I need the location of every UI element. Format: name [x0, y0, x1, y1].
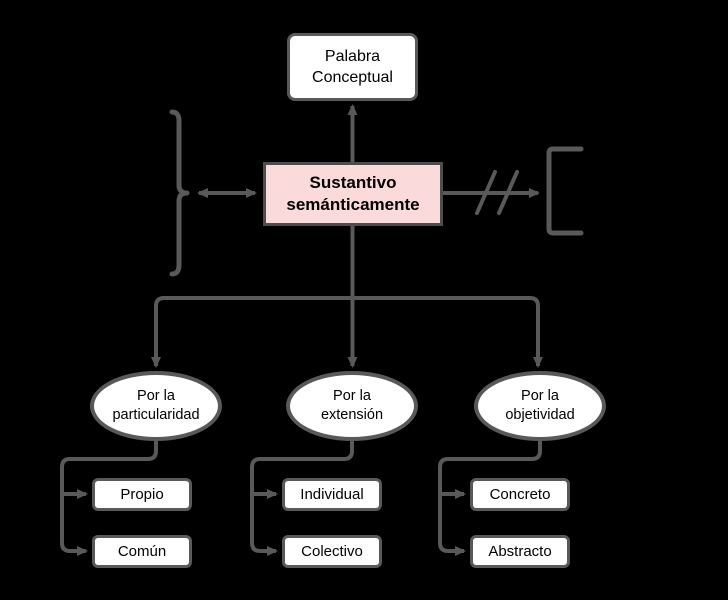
leaf-label: Propio [120, 485, 164, 503]
break-slash-icon [475, 170, 519, 215]
category-particularidad: Por la particularidad [90, 371, 222, 441]
leaf-label: Común [117, 542, 167, 560]
rail-group-0 [60, 441, 158, 556]
leaf-label: Colectivo [301, 542, 363, 560]
leaf-colectivo: Colectivo [282, 535, 382, 568]
node-label-line: Conceptual [312, 69, 393, 86]
leaf-comun: Común [92, 535, 192, 568]
arrow-main-to-category-left [151, 296, 353, 368]
leaf-label: Individual [300, 485, 364, 503]
category-extension: Por la extensión [286, 371, 418, 441]
leaf-label: Concreto [489, 485, 551, 503]
rail-group-1 [250, 441, 354, 556]
category-label-line: Por la [521, 387, 559, 404]
arrow-main-to-category-right [352, 296, 543, 368]
leaf-individual: Individual [282, 478, 382, 511]
node-label-line: semánticamente [286, 195, 420, 214]
node-palabra-conceptual: Palabra Conceptual [287, 33, 418, 101]
leaf-label: Abstracto [488, 542, 552, 560]
category-label-line: objetividad [505, 407, 575, 423]
node-label-line: Sustantivo [309, 172, 397, 192]
node-sustantivo-semanticamente: Sustantivo semánticamente [263, 162, 443, 226]
category-label-line: Por la [137, 387, 175, 404]
category-label-line: particularidad [112, 407, 200, 423]
rail-group-2 [438, 441, 542, 556]
category-objetividad: Por la objetividad [474, 371, 606, 441]
curly-brace-icon [169, 109, 190, 277]
leaf-abstracto: Abstracto [470, 535, 570, 568]
node-label-line: Palabra [324, 47, 381, 65]
square-bracket-icon [546, 146, 584, 236]
leaf-propio: Propio [92, 478, 192, 511]
category-label-line: Por la [333, 387, 371, 404]
category-label-line: extensión [320, 407, 384, 423]
leaf-concreto: Concreto [470, 478, 570, 511]
